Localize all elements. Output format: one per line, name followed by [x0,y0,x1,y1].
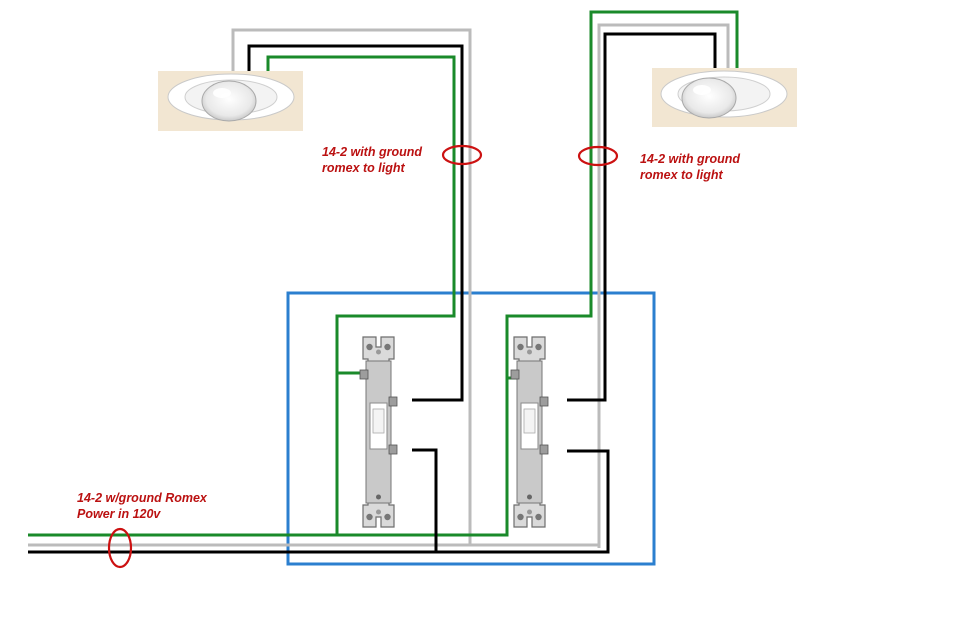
light-fixture-icon [167,73,295,122]
hot-wire-left-switch [412,448,438,552]
single-pole-switch-icon [359,336,398,528]
label-line: romex to light [640,168,723,182]
switch-left [359,336,398,528]
light-fixture-left [158,71,303,131]
label-line: Power in 120v [77,507,161,521]
label-power-cable: 14-2 w/ground Romex Power in 120v [77,490,207,522]
label-line: 14-2 with ground [640,152,740,166]
cable-marker-icon [107,527,133,569]
label-line: 14-2 with ground [322,145,422,159]
single-pole-switch-icon [510,336,549,528]
cable-markers [107,144,619,569]
hot-wire-feed [28,449,610,554]
light-fixture-icon [660,70,788,119]
neutral-wire-left-light [28,28,472,547]
ground-wire-feed [28,10,739,537]
cable-marker-icon [441,144,483,166]
hot-wires [28,32,717,554]
ground-wires [28,10,739,537]
neutral-wires [28,23,730,548]
label-right-light-cable: 14-2 with ground romex to light [640,151,740,183]
label-line: 14-2 w/ground Romex [77,491,207,505]
label-left-light-cable: 14-2 with ground romex to light [322,144,422,176]
neutral-wire-right-light [597,23,730,548]
light-fixture-right [652,68,797,127]
switch-right [510,336,549,528]
cable-marker-icon [577,145,619,167]
hot-wire-right-light [567,32,717,402]
hot-wire-left-light [247,44,464,402]
label-line: romex to light [322,161,405,175]
